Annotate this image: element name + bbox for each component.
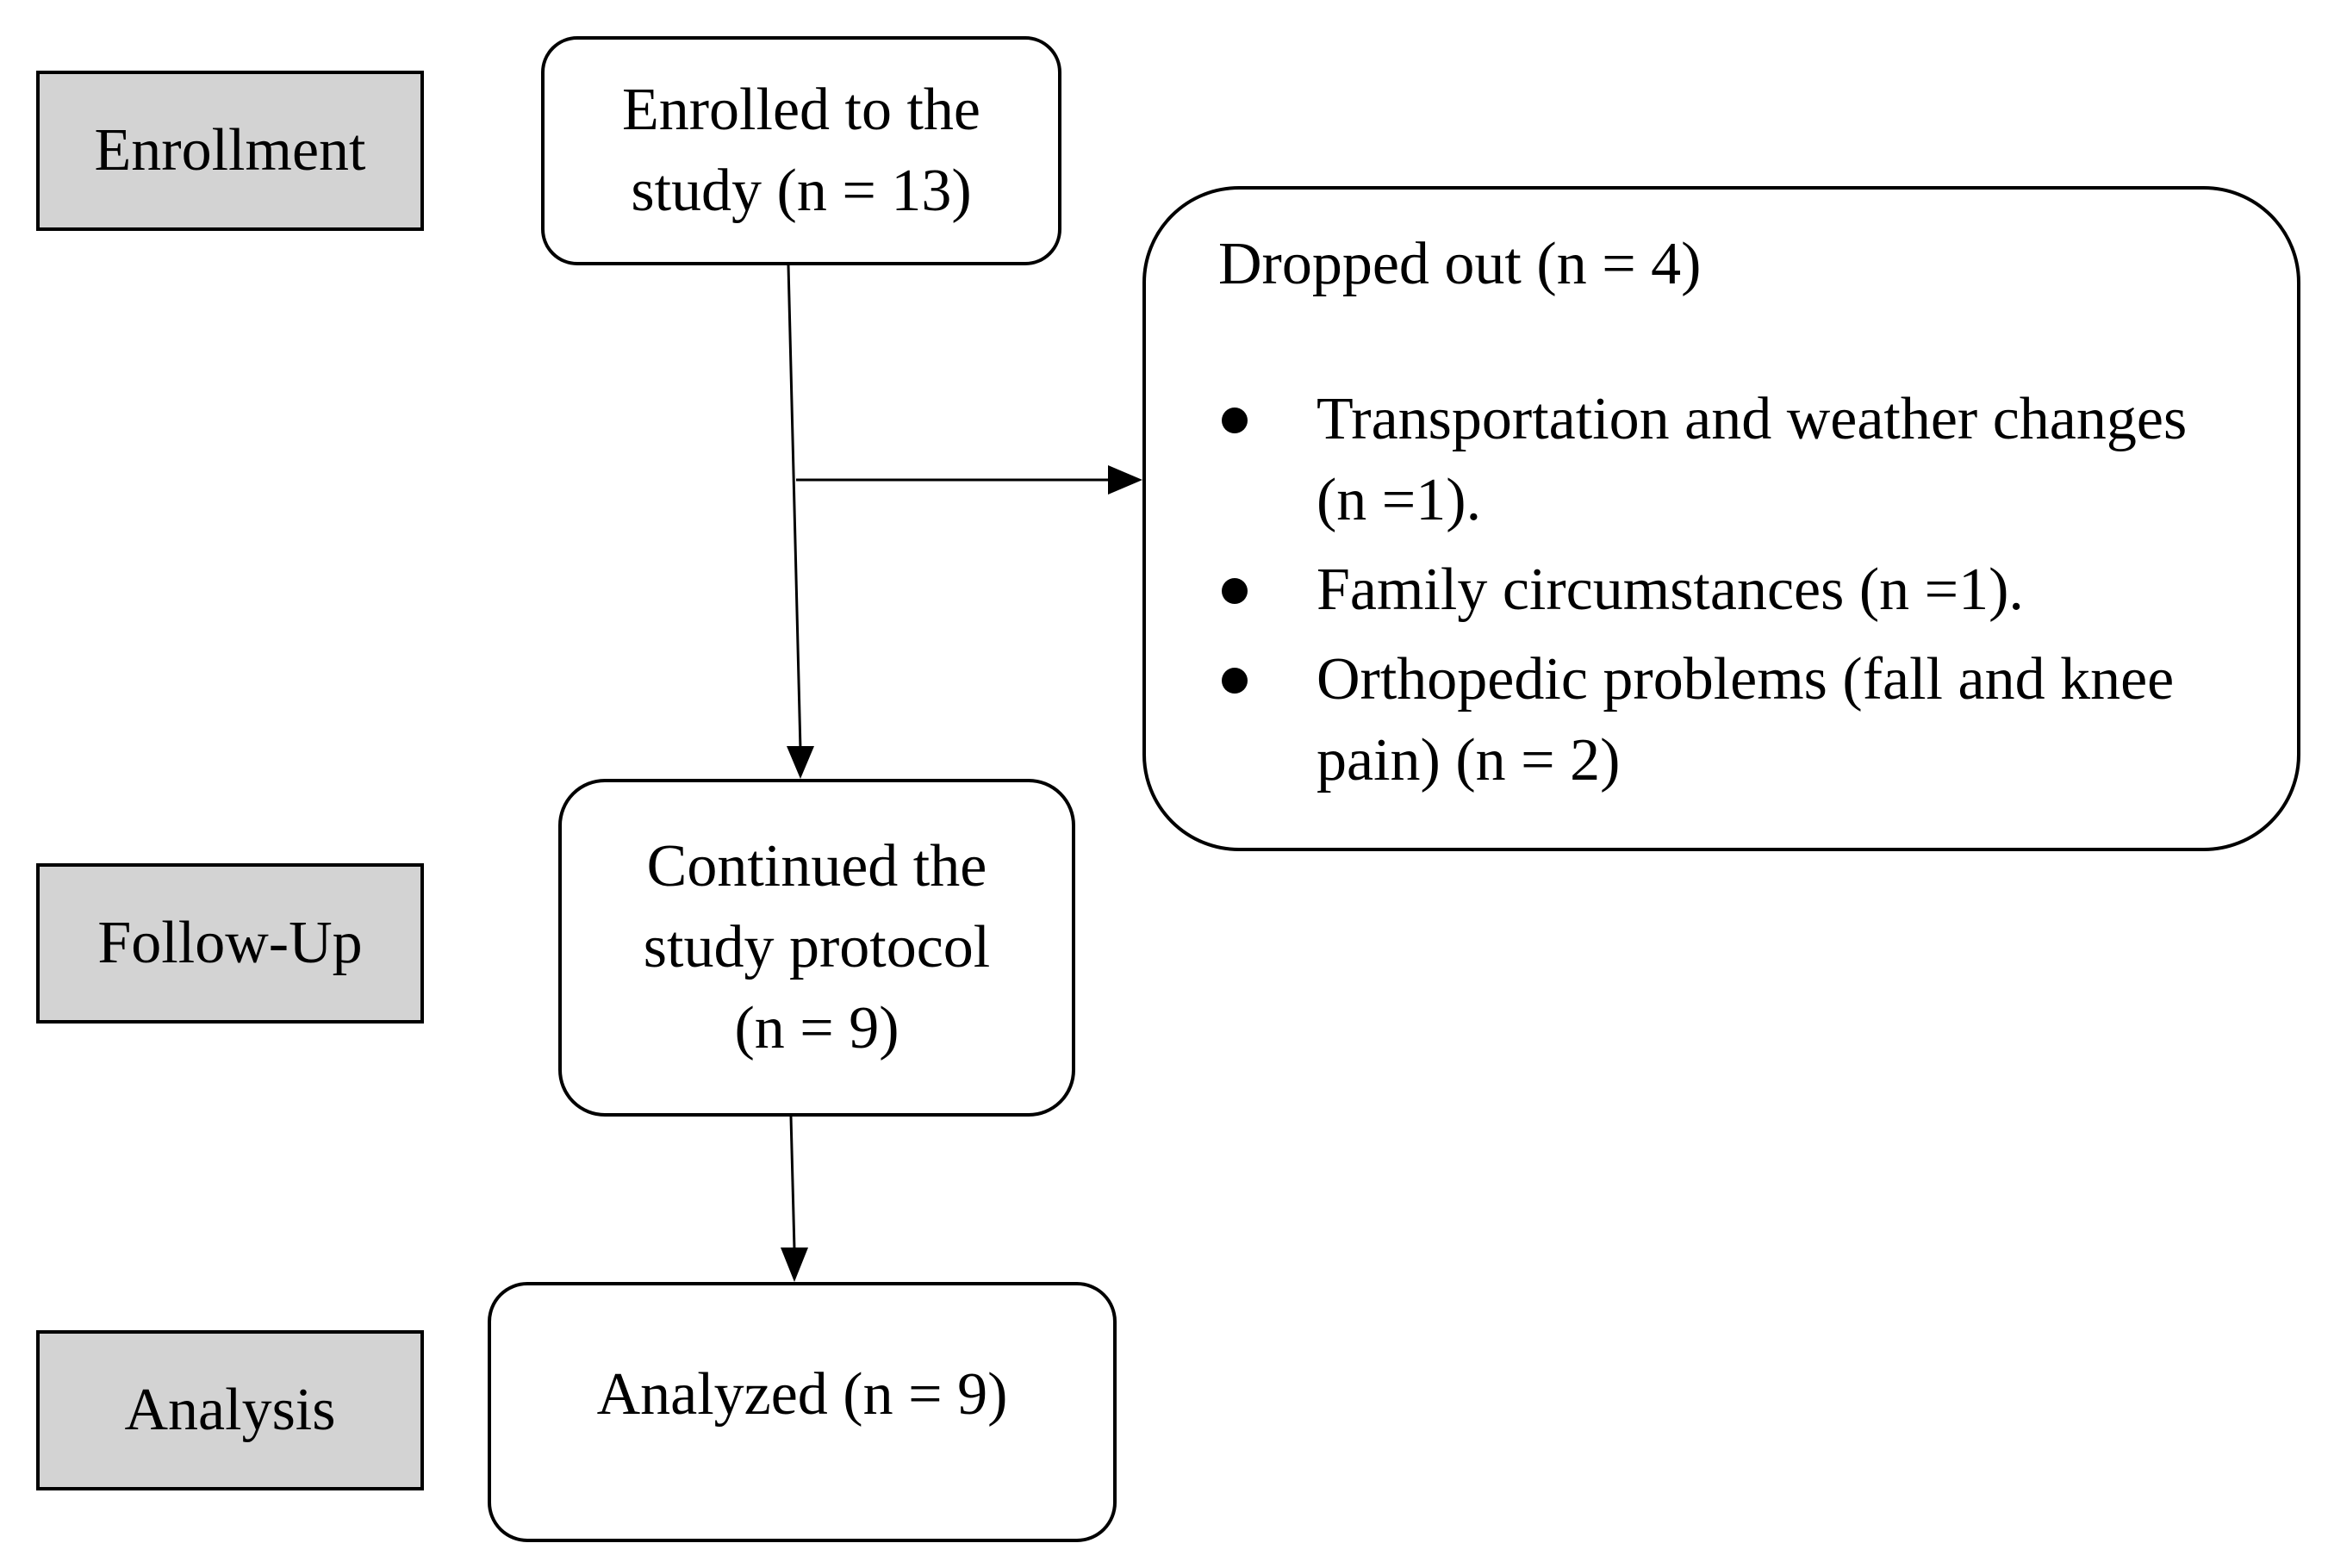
enrolled-box: Enrolled to the study (n = 13)	[541, 36, 1061, 265]
arrowhead-to-dropped	[1108, 465, 1142, 495]
continued-box-line-1: Continued the	[646, 833, 987, 899]
dropout-reason-text: Transportation and weather changes (n =1…	[1317, 386, 2188, 533]
stage-label-follow-up-text: Follow-Up	[97, 910, 363, 976]
dropout-reason-list: Transportation and weather changes (n =1…	[1218, 379, 2247, 810]
enrolled-box-line-2: study (n = 13)	[631, 158, 972, 224]
dropped-out-box: Dropped out (n = 4) Transportation and w…	[1142, 186, 2300, 851]
connector-enrolled-to-continued	[787, 264, 802, 750]
analyzed-box: Analyzed (n = 9)	[488, 1282, 1117, 1542]
bullet-icon	[1222, 668, 1248, 694]
analyzed-box-line-1: Analyzed (n = 9)	[596, 1361, 1008, 1428]
arrowhead-to-analyzed	[781, 1248, 808, 1282]
dropped-out-title: Dropped out (n = 4)	[1218, 231, 1702, 297]
stage-label-enrollment: Enrollment	[36, 71, 424, 231]
connector-continued-to-analyzed	[789, 1116, 796, 1250]
dropout-reason-text: Family circumstances (n =1).	[1317, 557, 2024, 623]
stage-label-analysis: Analysis	[36, 1330, 424, 1490]
stage-label-analysis-text: Analysis	[124, 1377, 336, 1443]
stage-label-enrollment-text: Enrollment	[94, 117, 366, 184]
bullet-icon	[1222, 408, 1248, 433]
continued-box: Continued the study protocol (n = 9)	[558, 779, 1075, 1117]
arrowhead-to-continued	[787, 746, 814, 779]
dropout-reason-item: Orthopedic problems (fall and knee pain)…	[1218, 639, 2247, 801]
dropout-reason-item: Transportation and weather changes (n =1…	[1218, 379, 2247, 541]
continued-box-line-2: study protocol	[643, 914, 991, 980]
continued-box-line-3: (n = 9)	[734, 995, 899, 1061]
dropout-reason-item: Family circumstances (n =1).	[1218, 550, 2247, 631]
dropout-reason-text: Orthopedic problems (fall and knee pain)…	[1317, 646, 2175, 793]
stage-label-follow-up: Follow-Up	[36, 863, 424, 1024]
bullet-icon	[1222, 578, 1248, 604]
enrolled-box-line-1: Enrolled to the	[621, 77, 980, 143]
